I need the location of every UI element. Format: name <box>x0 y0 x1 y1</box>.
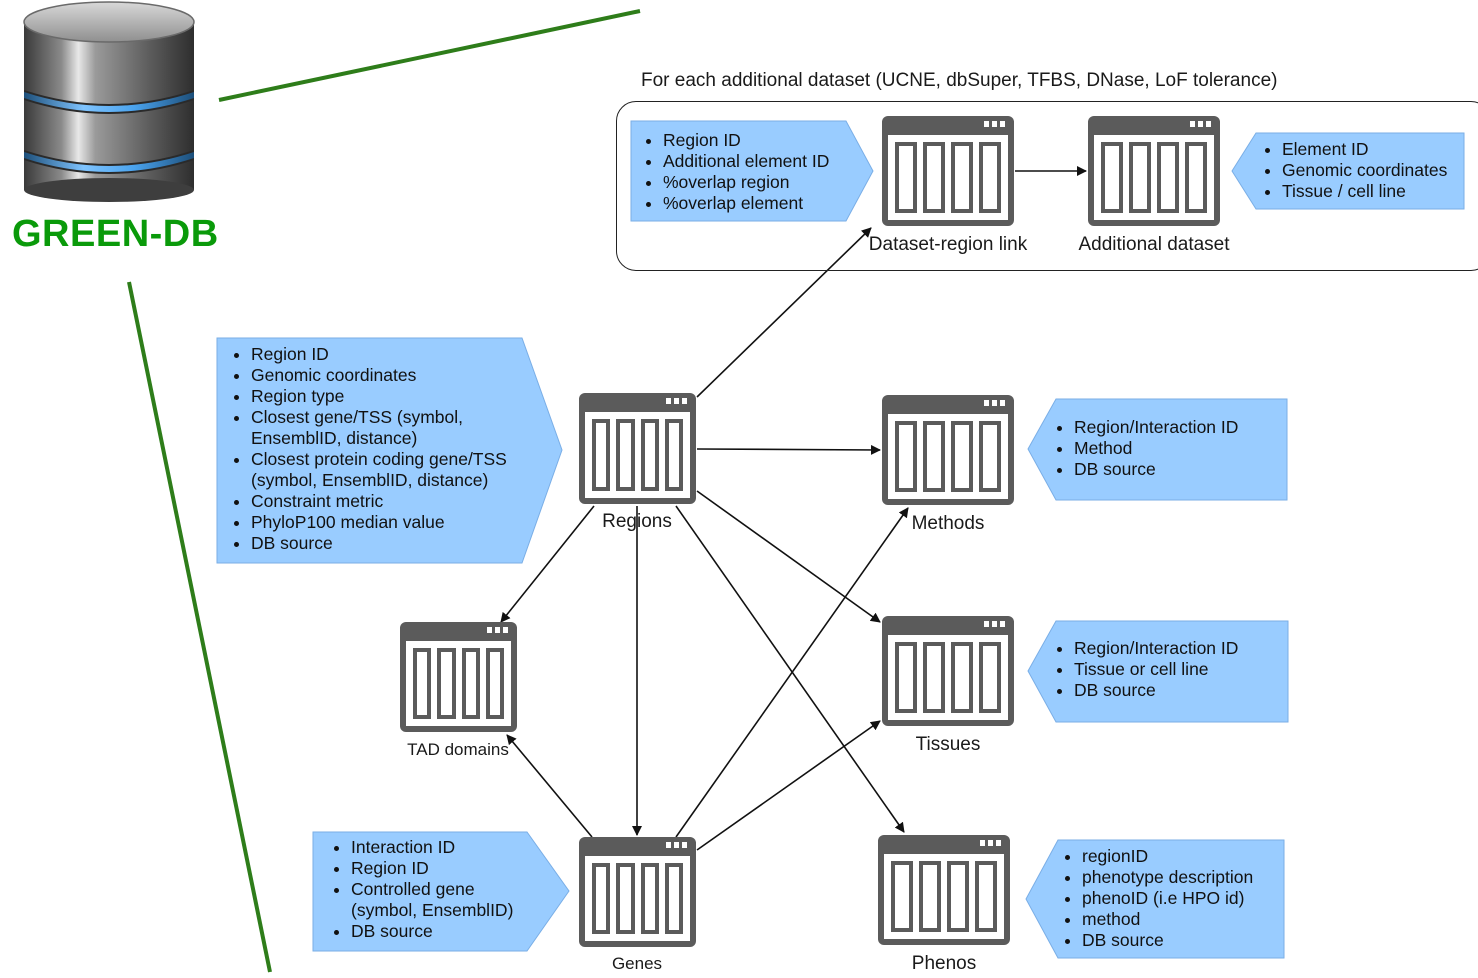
bubble-item: Region ID <box>251 344 507 365</box>
table-window-icon <box>1088 116 1220 226</box>
callout-shape <box>1027 620 1289 723</box>
bubble-item: Closest gene/TSS (symbol,EnsemblID, dist… <box>251 407 507 449</box>
callout-shape <box>1231 132 1465 210</box>
arrow-genes-to-tad <box>506 734 593 838</box>
table-window-icon <box>882 116 1014 226</box>
bubble-list: Region IDGenomic coordinatesRegion typeC… <box>231 344 507 554</box>
table-window-icon <box>882 395 1014 505</box>
bubble-regions: Region IDGenomic coordinatesRegion typeC… <box>216 337 563 564</box>
bubble-dataset-link: Region IDAdditional element ID%overlap r… <box>630 120 874 222</box>
node-label-tissues: Tissues <box>915 734 981 755</box>
bubble-item: Constraint metric <box>251 491 507 512</box>
arrow-regions-to-tissues <box>696 490 881 623</box>
bubble-phenos: regionIDphenotype descriptionphenoID (i.… <box>1025 839 1285 959</box>
node-label-additional-dataset: Additional dataset <box>1078 234 1230 255</box>
bubble-item: method <box>1082 909 1253 930</box>
bubble-item: Closest protein coding gene/TSS(symbol, … <box>251 449 507 491</box>
bubble-item: PhyloP100 median value <box>251 512 507 533</box>
green-connector-left <box>127 281 272 973</box>
callout-shape <box>1025 839 1285 959</box>
node-label-regions: Regions <box>602 511 672 532</box>
node-label-dataset-region-link: Dataset-region link <box>868 234 1028 255</box>
node-label-methods: Methods <box>911 513 985 534</box>
bubble-item: Genomic coordinates <box>251 365 507 386</box>
green-connector-top <box>218 9 641 102</box>
bubble-item: %overlap region <box>663 172 829 193</box>
bubble-list: Region IDAdditional element ID%overlap r… <box>643 130 829 214</box>
bubble-item: Interaction ID <box>351 837 513 858</box>
node-label-phenos: Phenos <box>911 953 977 974</box>
bubble-item: DB source <box>351 921 513 942</box>
bubble-item: %overlap element <box>663 193 829 214</box>
bubble-item: Region/Interaction ID <box>1074 638 1238 659</box>
bubble-additional-dataset: Element IDGenomic coordinatesTissue / ce… <box>1231 132 1465 210</box>
bubble-item: Genomic coordinates <box>1282 160 1447 181</box>
callout-shape <box>1027 398 1288 501</box>
bubble-item: Method <box>1074 438 1238 459</box>
arrow-genes-to-tissues <box>696 720 881 851</box>
bubble-item: DB source <box>1074 459 1238 480</box>
database-cylinder-icon <box>23 1 195 202</box>
table-window-icon <box>579 837 696 947</box>
bubble-list: regionIDphenotype descriptionphenoID (i.… <box>1062 846 1253 951</box>
bubble-item: Tissue / cell line <box>1282 181 1447 202</box>
bubble-methods: Region/Interaction IDMethodDB source <box>1027 398 1288 501</box>
node-label-genes: Genes <box>611 954 663 973</box>
arrow-regions-to-link <box>696 227 872 398</box>
bubble-item: DB source <box>1074 680 1238 701</box>
table-window-icon <box>882 616 1014 726</box>
bubble-item: Tissue or cell line <box>1074 659 1238 680</box>
bubble-list: Region/Interaction IDMethodDB source <box>1054 417 1238 480</box>
node-label-tad-domains: TAD domains <box>407 740 509 759</box>
bubble-genes: Interaction IDRegion IDControlled gene(s… <box>312 831 570 952</box>
callout-shape <box>216 337 563 564</box>
bubble-item: DB source <box>1082 930 1253 951</box>
group-title: For each additional dataset (UCNE, dbSup… <box>641 70 1278 91</box>
arrow-regions-to-phenos <box>675 505 905 833</box>
table-window-icon <box>400 622 517 732</box>
bubble-list: Region/Interaction IDTissue or cell line… <box>1054 638 1238 701</box>
arrow-regions-to-tad <box>500 505 595 623</box>
table-window-icon <box>579 393 696 504</box>
additional-dataset-group <box>616 101 1478 271</box>
bubble-item: Controlled gene(symbol, EnsemblID) <box>351 879 513 921</box>
brand-title: GREEN-DB <box>12 213 219 255</box>
bubble-item: phenoID (i.e HPO id) <box>1082 888 1253 909</box>
bubble-item: DB source <box>251 533 507 554</box>
bubble-tissues: Region/Interaction IDTissue or cell line… <box>1027 620 1289 723</box>
bubble-list: Interaction IDRegion IDControlled gene(s… <box>331 837 513 942</box>
arrow-genes-to-methods <box>675 507 909 838</box>
bubble-item: Region ID <box>663 130 829 151</box>
arrow-regions-to-methods <box>696 444 881 455</box>
bubble-item: regionID <box>1082 846 1253 867</box>
bubble-item: Element ID <box>1282 139 1447 160</box>
callout-shape <box>630 120 874 222</box>
bubble-list: Element IDGenomic coordinatesTissue / ce… <box>1262 139 1447 202</box>
table-window-icon <box>878 835 1010 945</box>
bubble-item: phenotype description <box>1082 867 1253 888</box>
bubble-item: Region type <box>251 386 507 407</box>
callout-shape <box>312 831 570 952</box>
bubble-item: Region ID <box>351 858 513 879</box>
bubble-item: Additional element ID <box>663 151 829 172</box>
bubble-item: Region/Interaction ID <box>1074 417 1238 438</box>
